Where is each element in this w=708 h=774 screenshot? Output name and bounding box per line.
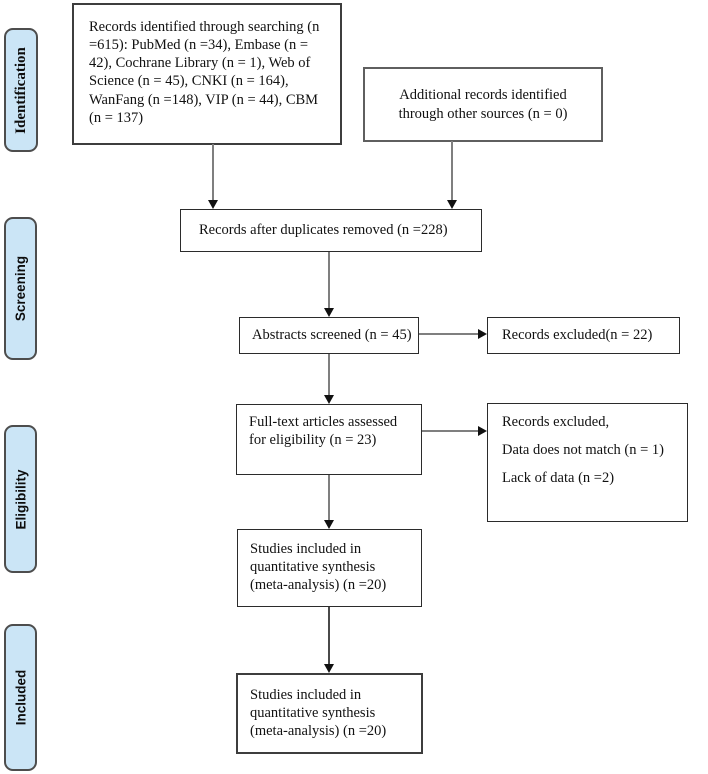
arrow-stem (422, 430, 479, 432)
box-duplicates-removed: Records after duplicates removed (n =228… (180, 209, 482, 252)
arrow-stem (212, 144, 214, 201)
stage-label-screening: Screening (4, 217, 37, 360)
stage-label-eligibility: Eligibility (4, 425, 37, 573)
box-records-excluded: Records excluded(n = 22) (487, 317, 680, 354)
stage-label-text: Screening (13, 255, 28, 322)
arrow-stem (451, 141, 453, 201)
arrow-down-icon (208, 144, 218, 209)
arrowhead-icon (324, 308, 334, 317)
box-text: Studies included in quantitative synthes… (250, 541, 387, 594)
stage-label-text: Included (13, 669, 29, 726)
arrow-down-icon (447, 141, 457, 209)
box-text: Records after duplicates removed (n =228… (199, 222, 448, 239)
arrowhead-icon (324, 664, 334, 673)
box-studies-included-final: Studies included in quantitative synthes… (236, 673, 423, 754)
excluded-reason-heading: Records excluded, (502, 414, 610, 430)
arrow-stem (328, 475, 330, 521)
box-abstracts-screened: Abstracts screened (n = 45) (239, 317, 419, 354)
arrow-stem (328, 354, 330, 396)
stage-label-included: Included (4, 624, 37, 771)
box-text: Studies included in quantitative synthes… (250, 687, 387, 740)
arrow-stem (328, 607, 330, 665)
arrow-down-icon (324, 475, 334, 529)
box-text: Records identified through searching (n … (89, 19, 320, 126)
box-text: Records excluded(n = 22) (502, 327, 653, 344)
arrowhead-icon (324, 395, 334, 404)
excluded-reason-1: Data does not match (n = 1) (502, 442, 664, 459)
arrow-down-icon (324, 252, 334, 317)
arrow-down-icon (324, 607, 334, 673)
excluded-reason-2: Lack of data (n =2) (502, 470, 615, 487)
arrow-stem (419, 333, 479, 335)
stage-label-text: Eligibility (13, 468, 29, 530)
box-fulltext-excluded-reasons: Records excluded, Data does not match (n… (487, 403, 688, 522)
arrowhead-icon (478, 426, 487, 436)
arrow-right-icon (419, 329, 487, 339)
stage-label-identification: Identification (4, 28, 38, 152)
arrowhead-icon (447, 200, 457, 209)
box-studies-included-quantitative: Studies included in quantitative synthes… (237, 529, 422, 607)
box-records-identified: Records identified through searching (n … (72, 3, 342, 145)
box-text: Abstracts screened (n = 45) (252, 327, 412, 344)
box-additional-records: Additional records identified through ot… (363, 67, 603, 142)
arrow-right-icon (422, 426, 487, 436)
arrowhead-icon (478, 329, 487, 339)
arrow-down-icon (324, 354, 334, 404)
arrowhead-icon (208, 200, 218, 209)
arrow-stem (328, 252, 330, 309)
box-text: Additional records identified through ot… (398, 87, 568, 122)
stage-label-text: Identification (12, 46, 29, 134)
box-text: Full-text articles assessed for eligibil… (249, 414, 398, 449)
arrowhead-icon (324, 520, 334, 529)
box-fulltext-assessed: Full-text articles assessed for eligibil… (236, 404, 422, 475)
